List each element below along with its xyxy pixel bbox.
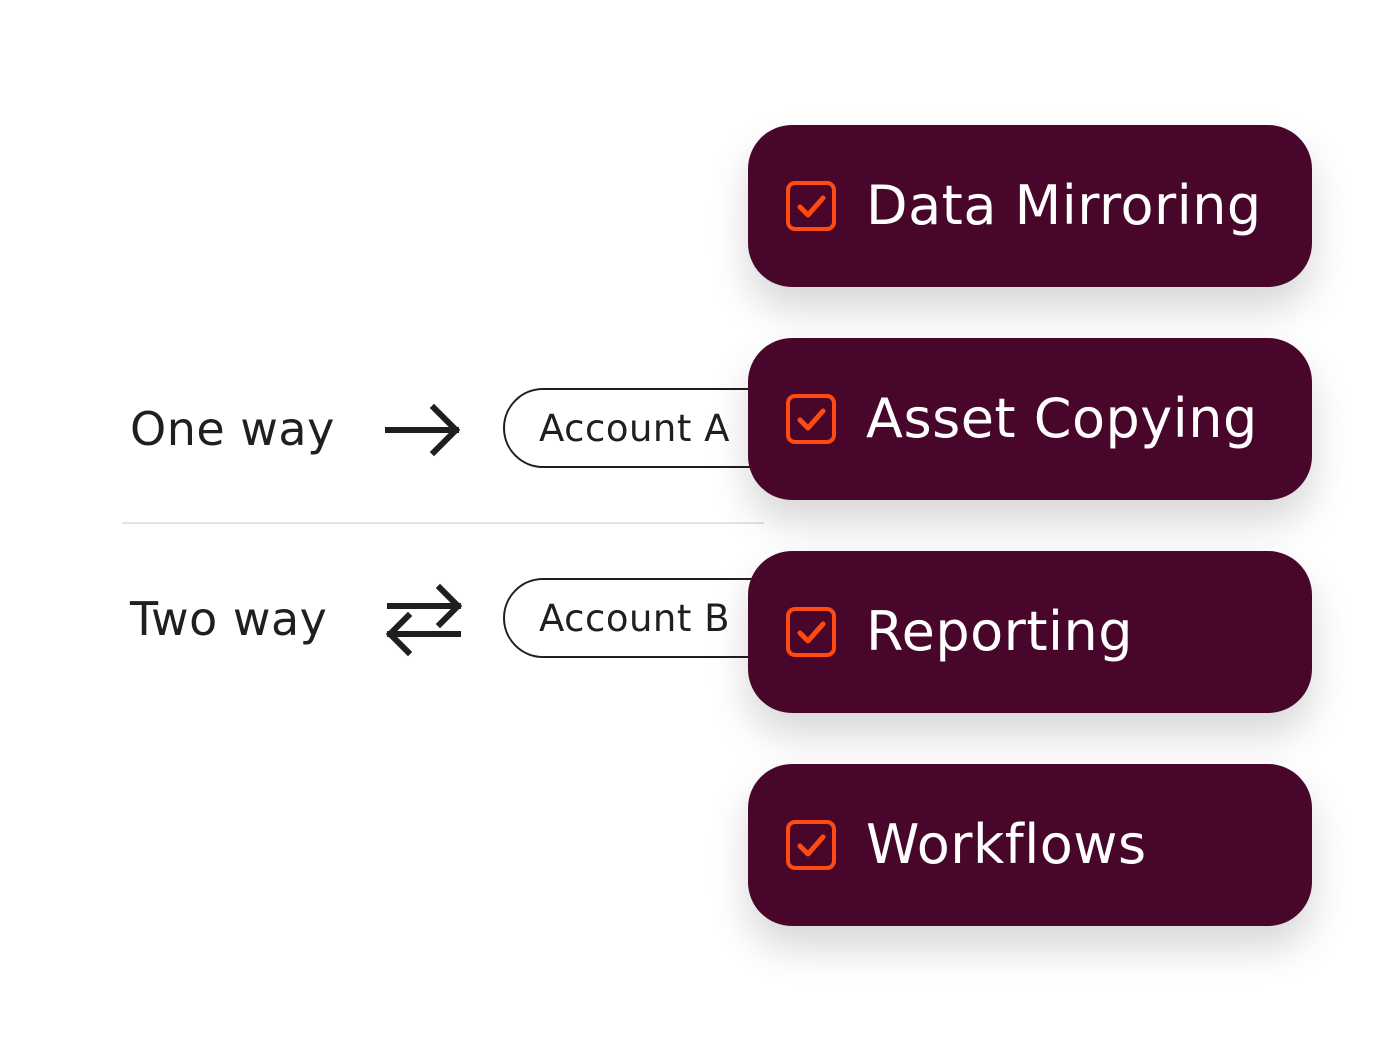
checkbox-checked-icon[interactable] [786,820,836,870]
feature-card-workflows[interactable]: Workflows [748,764,1312,926]
feature-label: Workflows [866,813,1147,876]
checkbox-checked-icon[interactable] [786,607,836,657]
feature-label: Data Mirroring [866,174,1262,237]
arrow-right-icon [384,390,464,470]
checkbox-checked-icon[interactable] [786,394,836,444]
feature-card-data-mirroring[interactable]: Data Mirroring [748,125,1312,287]
feature-card-reporting[interactable]: Reporting [748,551,1312,713]
checkbox-checked-icon[interactable] [786,181,836,231]
sync-mode-label-one-way: One way [130,402,335,456]
sync-mode-label-two-way: Two way [130,592,328,646]
feature-card-asset-copying[interactable]: Asset Copying [748,338,1312,500]
account-label: Account A [539,406,730,450]
feature-label: Reporting [866,600,1134,663]
divider [122,522,764,524]
feature-label: Asset Copying [866,387,1258,450]
account-label: Account B [539,596,731,640]
arrows-exchange-icon [384,580,464,660]
